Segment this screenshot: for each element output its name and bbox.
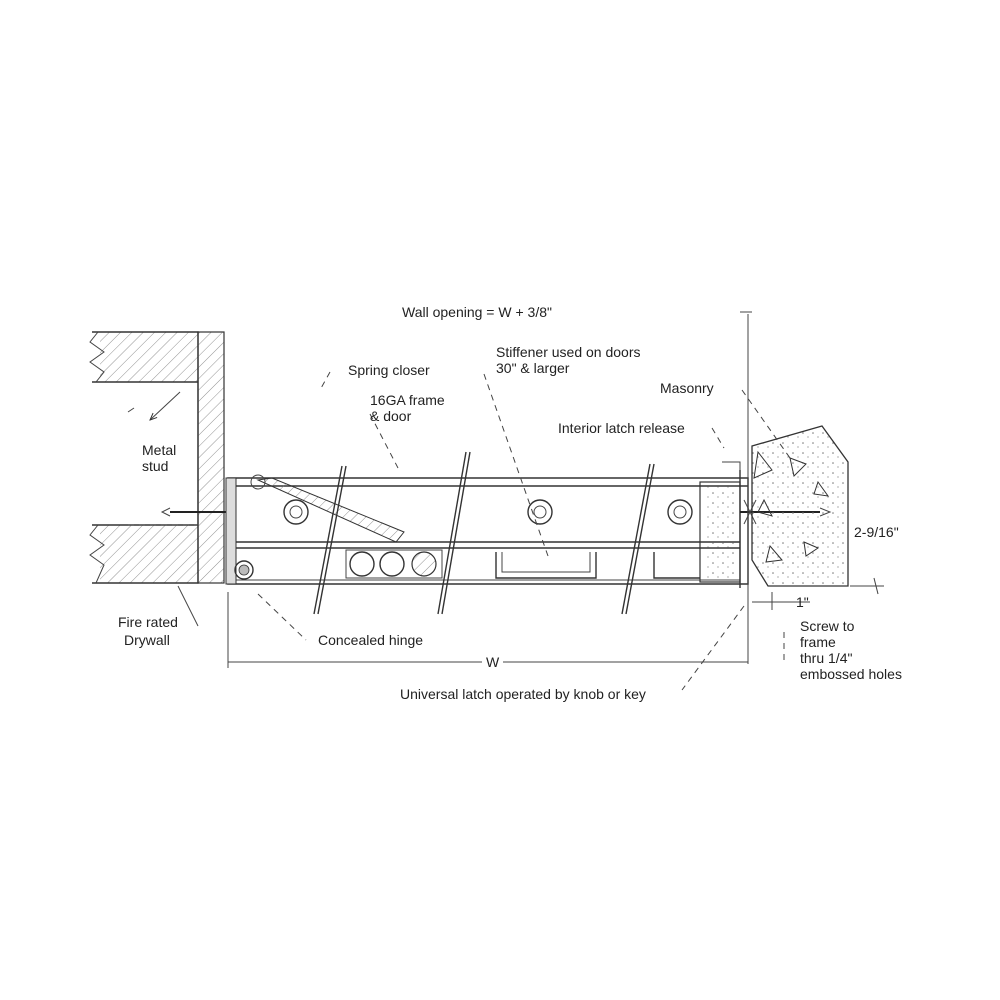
screw-label-line3: thru 1/4" <box>800 650 853 666</box>
interior-latch-label: Interior latch release <box>558 420 685 436</box>
spring-closer <box>250 474 405 543</box>
screw-label-line4: embossed holes <box>800 666 902 682</box>
left-screw <box>160 507 232 517</box>
frame-door-label-line2: & door <box>370 408 412 424</box>
door-frame-body <box>225 461 749 588</box>
stiffener-channel <box>495 552 700 579</box>
break-lines <box>313 451 655 615</box>
metal-stud-label-line1: Metal <box>142 442 177 458</box>
screw-label-line2: frame <box>800 634 836 650</box>
stiffener-label-line1: Stiffener used on doors <box>496 344 641 360</box>
one-inch-dimension-label: 1" <box>796 594 809 610</box>
concealed-hinge-label: Concealed hinge <box>318 632 424 648</box>
metal-stud-wall <box>89 331 225 584</box>
concealed-hinge <box>234 549 443 580</box>
screw-label-line1: Screw to <box>800 618 855 634</box>
depth-dimension-label: 2-9/16" <box>854 524 899 540</box>
masonry-block <box>751 425 849 587</box>
wall-opening-label: Wall opening = W + 3/8" <box>402 304 552 320</box>
frame-holes <box>283 499 693 525</box>
masonry-label: Masonry <box>660 380 714 396</box>
leader-lines <box>257 371 791 691</box>
width-dimension-label: W <box>482 654 504 670</box>
fire-drywall-label-line1: Fire rated <box>118 614 178 630</box>
fire-drywall-label-line2: Drywall <box>124 632 170 648</box>
frame-door-label-line1: 16GA frame <box>370 392 445 408</box>
spring-closer-label: Spring closer <box>348 362 430 378</box>
universal-latch-label: Universal latch operated by knob or key <box>400 686 646 702</box>
metal-stud-label-line2: stud <box>142 458 169 474</box>
stiffener-label-line2: 30" & larger <box>496 360 570 376</box>
